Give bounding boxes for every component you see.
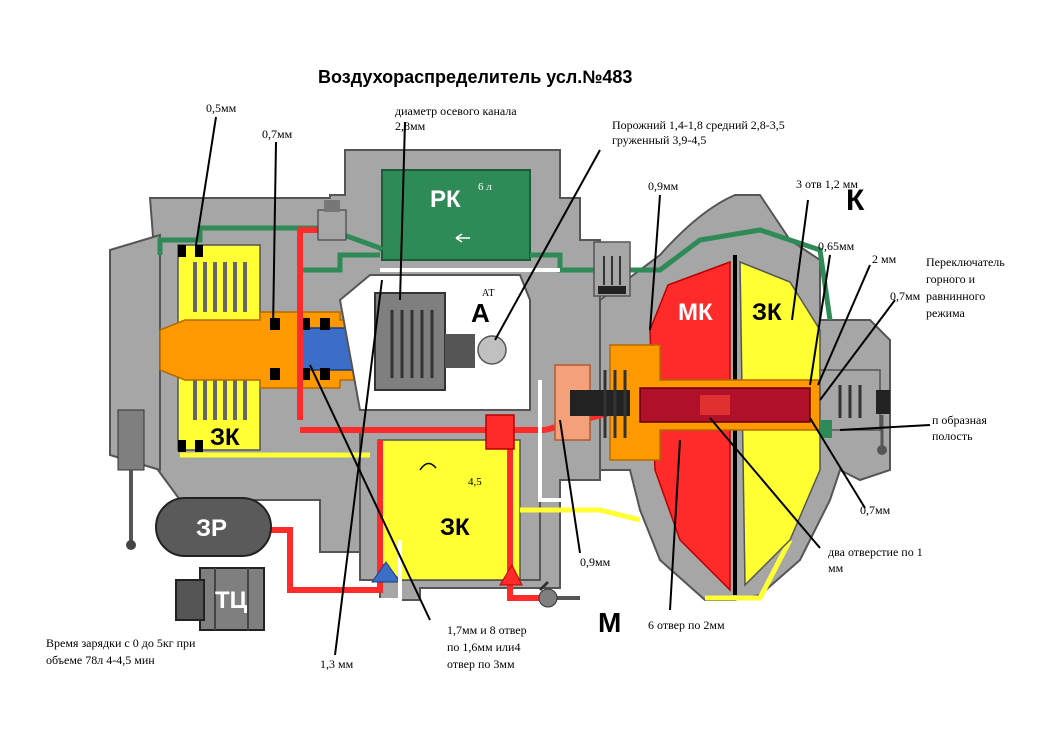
annotations: 0,5мм 0,7мм диаметр осевого канала 2,8мм… xyxy=(46,101,1005,671)
zr-label: ЗР xyxy=(196,515,227,542)
rk-label: РК xyxy=(430,186,461,213)
main-valve-seat xyxy=(700,395,730,415)
left-seal-rings xyxy=(178,245,330,452)
accelerator-ball xyxy=(477,335,507,365)
annot-d07-bottom: 0,7мм xyxy=(860,503,891,517)
accelerator-housing xyxy=(374,292,446,391)
zk-left-label: ЗК xyxy=(210,424,240,451)
top-small-valve xyxy=(593,241,631,297)
zk-center-arrow xyxy=(419,462,437,471)
annot-holes-3: 3 отв 1,2 мм xyxy=(796,177,858,191)
red-line-tc xyxy=(240,440,383,593)
annot-axial-2: 2,8мм xyxy=(395,119,426,133)
mk-label: МК xyxy=(678,299,713,326)
accelerator-stem xyxy=(445,334,475,368)
at-label: АТ xyxy=(482,288,494,299)
annot-two-holes-2: мм xyxy=(828,561,844,575)
zr-tank xyxy=(155,497,272,557)
top-check-valve xyxy=(317,200,347,241)
diagram-title: Воздухораспределитель усл.№483 xyxy=(318,67,632,87)
annot-six-holes: 6 отвер по 2мм xyxy=(648,618,725,632)
annot-d13: 1,3 мм xyxy=(320,657,354,671)
reservoirs: ЗР ТЦ xyxy=(155,497,272,631)
secondary-piston-cap xyxy=(570,390,630,416)
left-cylinder: ЗК xyxy=(159,244,381,452)
tc-filter xyxy=(371,561,401,583)
mode-switch-handle xyxy=(877,445,887,455)
annot-d07-right: 0,7мм xyxy=(890,289,921,303)
annot-d07-left: 0,7мм xyxy=(262,127,293,141)
annot-d065: 0,65мм xyxy=(818,239,855,253)
annot-two-holes-1: два отверстие по 1 xyxy=(828,545,923,559)
leader-lines xyxy=(195,116,931,656)
main-part: МК ЗК xyxy=(554,255,890,595)
annot-charge-2: объеме 78л 4-4,5 мин xyxy=(46,653,155,667)
annot-cavity-2: полость xyxy=(932,429,973,443)
zk-center-number: 4,5 xyxy=(468,476,482,488)
exhaust-channels xyxy=(262,268,600,602)
annot-holes-17-2: по 1,6мм или4 xyxy=(447,640,520,654)
annot-holes-17-1: 1,7мм и 8 отвер xyxy=(447,623,527,637)
accelerator-chamber: А АТ xyxy=(338,274,531,411)
zk-right-label: ЗК xyxy=(752,299,782,326)
annot-charge-1: Время зарядки с 0 до 5кг при xyxy=(46,636,196,650)
zk-lines xyxy=(180,452,793,601)
annot-holes-17-3: отвер по 3мм xyxy=(447,657,515,671)
annot-switch-3: равнинного xyxy=(926,289,985,303)
annot-d09-bottom: 0,9мм xyxy=(580,555,611,569)
zk-center-label: ЗК xyxy=(440,514,470,541)
mode-switch-knob xyxy=(876,390,890,414)
tc-label: ТЦ xyxy=(215,587,248,614)
red-line-down xyxy=(507,440,545,601)
m-label: М xyxy=(598,607,621,638)
k-label: К xyxy=(846,184,865,217)
left-spring-top xyxy=(193,262,247,312)
accelerator-spring xyxy=(390,310,434,378)
chamber-a-label: А xyxy=(471,298,490,328)
m-valve xyxy=(538,580,580,608)
annot-d2: 2 мм xyxy=(872,252,897,266)
secondary-spring xyxy=(603,370,627,438)
annot-d09-top: 0,9мм xyxy=(648,179,679,193)
annot-cavity-1: п образная xyxy=(932,413,987,427)
u-cavity xyxy=(820,420,832,438)
rk-volume-label: 6 л xyxy=(478,181,492,193)
annot-mode-2: груженный 3,9-4,5 xyxy=(612,133,706,147)
annot-switch-2: горного и xyxy=(926,272,976,286)
mode-switch-spring xyxy=(838,385,862,418)
working-chamber: РК 6 л xyxy=(157,169,833,321)
annot-mode-1: Порожний 1,4-1,8 средний 2,8-3,5 xyxy=(612,118,785,132)
annot-axial-1: диаметр осевого канала xyxy=(395,104,517,118)
center-zk: ЗК 4,5 xyxy=(377,439,521,581)
annot-switch-4: режима xyxy=(926,306,966,320)
rk-flow-arrow xyxy=(455,233,470,243)
rk-channel xyxy=(157,225,833,321)
annot-switch-1: Переключатель xyxy=(926,255,1005,269)
rk-chamber xyxy=(381,169,531,261)
tc-cap xyxy=(175,579,205,621)
annot-d05: 0,5мм xyxy=(206,101,237,115)
tc-ribs xyxy=(214,568,249,630)
left-release-valve xyxy=(117,409,145,550)
zk-filter xyxy=(499,563,523,586)
center-filter xyxy=(485,414,515,450)
